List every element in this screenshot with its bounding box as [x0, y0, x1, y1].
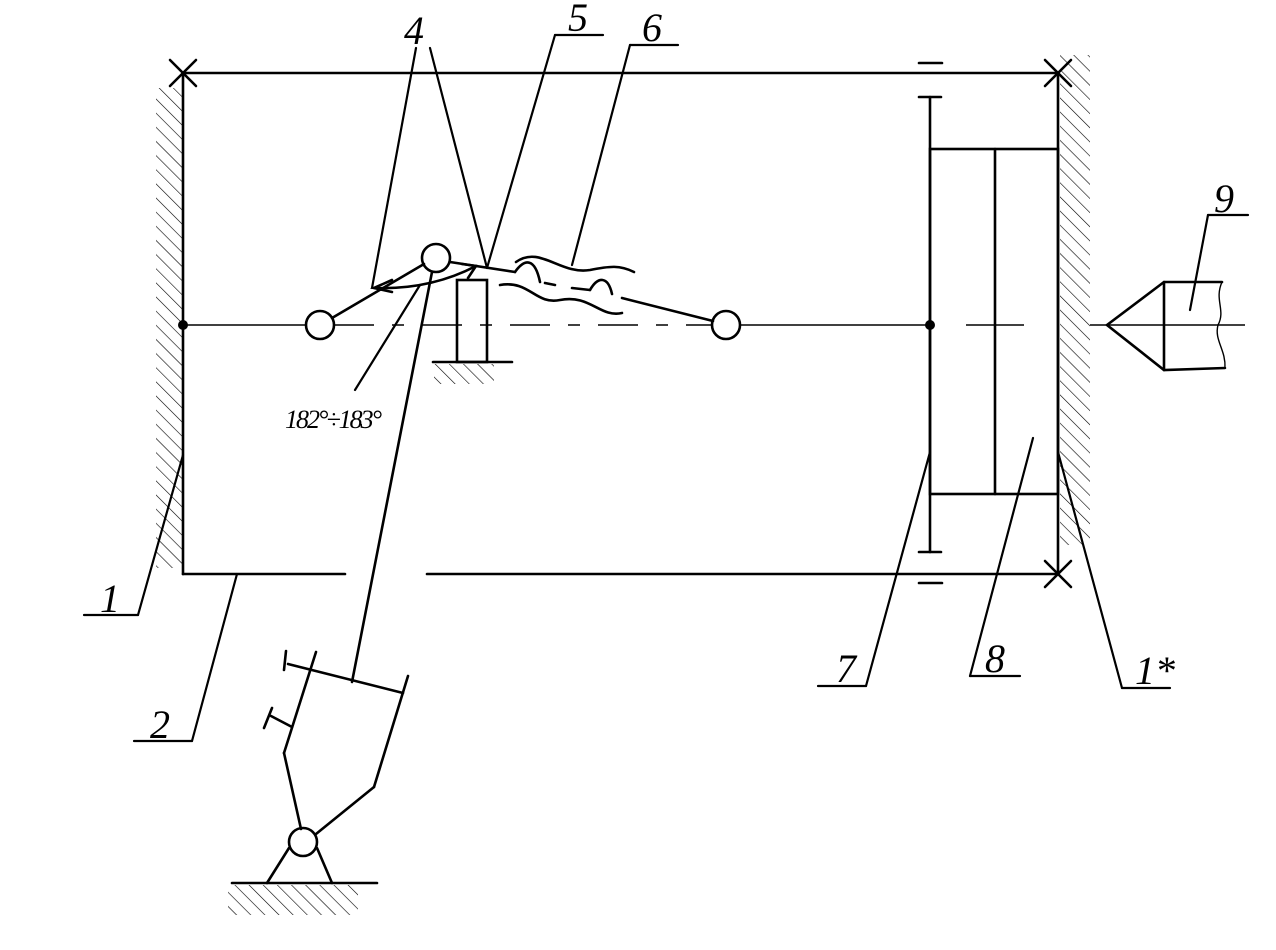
gear-block: [917, 61, 1060, 585]
angle-arrow: [369, 262, 479, 294]
label-9: 9: [1214, 176, 1234, 221]
right-wall-hatching: [1060, 55, 1090, 545]
label-7: 7: [836, 646, 858, 691]
label-1: 1: [100, 576, 120, 621]
corner-marks: [168, 58, 1073, 589]
leader-lines: [82, 33, 1250, 743]
tool-cone: [1104, 280, 1227, 372]
label-1-star: 1*: [1135, 648, 1175, 693]
angle-annotation: 182°÷183°: [285, 405, 382, 434]
label-5: 5: [568, 0, 588, 40]
label-4: 4: [404, 8, 424, 53]
drive-lever: [228, 270, 434, 915]
label-8: 8: [985, 636, 1005, 681]
label-2: 2: [150, 702, 170, 747]
label-6: 6: [642, 5, 662, 50]
left-wall-hatching: [156, 88, 182, 568]
stop-post: [431, 278, 514, 384]
